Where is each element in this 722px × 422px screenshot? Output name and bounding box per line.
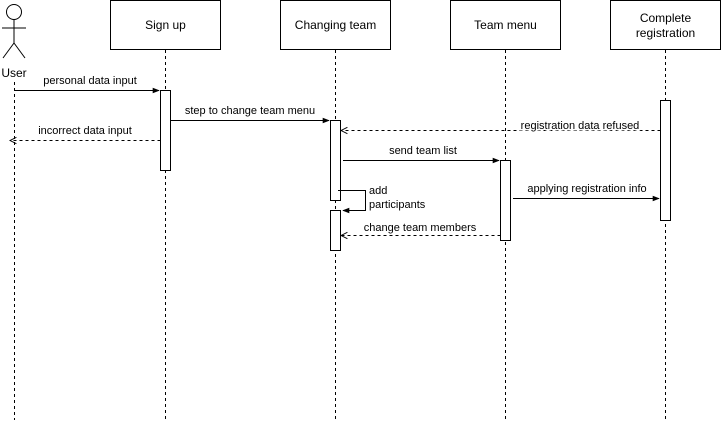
activation-changing-team-1 xyxy=(330,120,341,201)
message-registration-data-refused-label: registration data refused xyxy=(521,120,640,132)
message-send-team-list: send team list xyxy=(343,145,500,164)
message-step-to-change-team-menu-label: step to change team menu xyxy=(185,105,315,117)
message-personal-data-input-label: personal data input xyxy=(43,75,137,87)
participant-complete-registration-label-line2: registration xyxy=(636,26,695,40)
participant-signup-label: Sign up xyxy=(145,18,186,32)
message-step-to-change-team-menu: step to change team menu xyxy=(170,105,330,124)
message-add-participants-label-line1: add xyxy=(369,185,387,197)
message-add-participants-self: add participants xyxy=(338,185,426,214)
message-send-team-list-label: send team list xyxy=(389,145,457,157)
participant-signup: Sign up xyxy=(110,0,221,50)
message-incorrect-data-input: incorrect data input xyxy=(10,125,161,141)
participant-changing-team-label: Changing team xyxy=(295,18,376,32)
message-add-participants-label-line2: participants xyxy=(369,199,426,211)
participant-complete-registration-label-line1: Complete xyxy=(640,11,692,25)
activation-changing-team-2 xyxy=(330,210,341,251)
activation-signup xyxy=(160,90,171,171)
activation-team-menu xyxy=(500,160,511,241)
user-actor: User xyxy=(1,4,27,80)
message-applying-registration-info-label: applying registration info xyxy=(527,183,646,195)
user-actor-label: User xyxy=(1,66,26,80)
participant-changing-team: Changing team xyxy=(280,0,391,50)
message-personal-data-input: personal data input xyxy=(14,75,160,94)
participant-complete-registration: Complete registration xyxy=(610,0,721,50)
message-incorrect-data-input-label: incorrect data input xyxy=(38,125,132,137)
message-change-team-members: change team members xyxy=(341,222,501,236)
activation-complete-registration xyxy=(660,100,671,221)
message-registration-data-refused: registration data refused xyxy=(341,119,661,132)
message-change-team-members-label: change team members xyxy=(364,222,477,234)
message-applying-registration-info: applying registration info xyxy=(513,183,660,202)
participant-team-menu: Team menu xyxy=(450,0,561,50)
participant-team-menu-label: Team menu xyxy=(474,18,537,32)
